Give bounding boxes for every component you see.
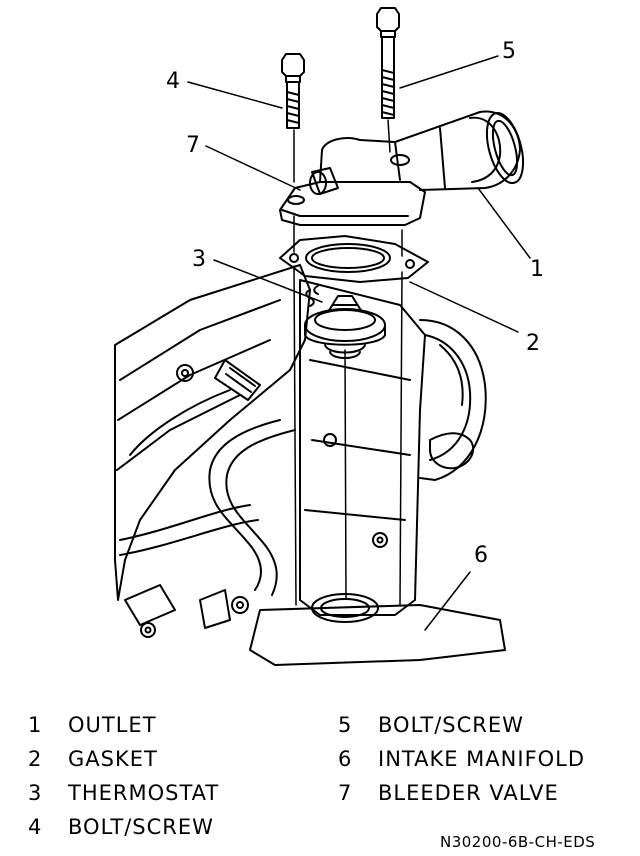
bolt-5-drawing: [376, 7, 400, 119]
bolt-4-drawing: [281, 53, 305, 129]
legend-label: THERMOSTAT: [68, 781, 220, 805]
legend-label: BLEEDER VALVE: [378, 781, 559, 805]
legend-number: 5: [338, 713, 353, 737]
document-code: N30200-6B-CH-EDS: [440, 833, 596, 851]
legend-number: 2: [28, 747, 43, 771]
exploded-view-diagram: 4 5 7 3 1 2 6: [114, 7, 544, 666]
legend-label: GASKET: [68, 747, 158, 771]
legend-label: BOLT/SCREW: [68, 815, 214, 839]
legend-label: OUTLET: [68, 713, 157, 737]
callout-6: 6: [474, 543, 488, 568]
legend-number: 1: [28, 713, 43, 737]
gasket-drawing: [279, 235, 429, 283]
callout-3: 3: [192, 247, 206, 272]
legend-number: 7: [338, 781, 353, 805]
callout-2: 2: [526, 331, 540, 356]
callout-1: 1: [530, 257, 544, 282]
outlet-drawing: [279, 110, 525, 226]
callout-7: 7: [186, 133, 200, 158]
legend-number: 6: [338, 747, 353, 771]
legend-label: BOLT/SCREW: [378, 713, 524, 737]
legend-number: 3: [28, 781, 43, 805]
callout-5: 5: [502, 39, 516, 64]
callout-4: 4: [166, 69, 180, 94]
leader-lines: [187, 55, 531, 631]
thermostat-drawing: [304, 285, 386, 359]
legend-number: 4: [28, 815, 43, 839]
legend-label: INTAKE MANIFOLD: [378, 747, 586, 771]
alignment-lines: [293, 119, 403, 606]
intake-manifold-drawing: [114, 264, 506, 666]
